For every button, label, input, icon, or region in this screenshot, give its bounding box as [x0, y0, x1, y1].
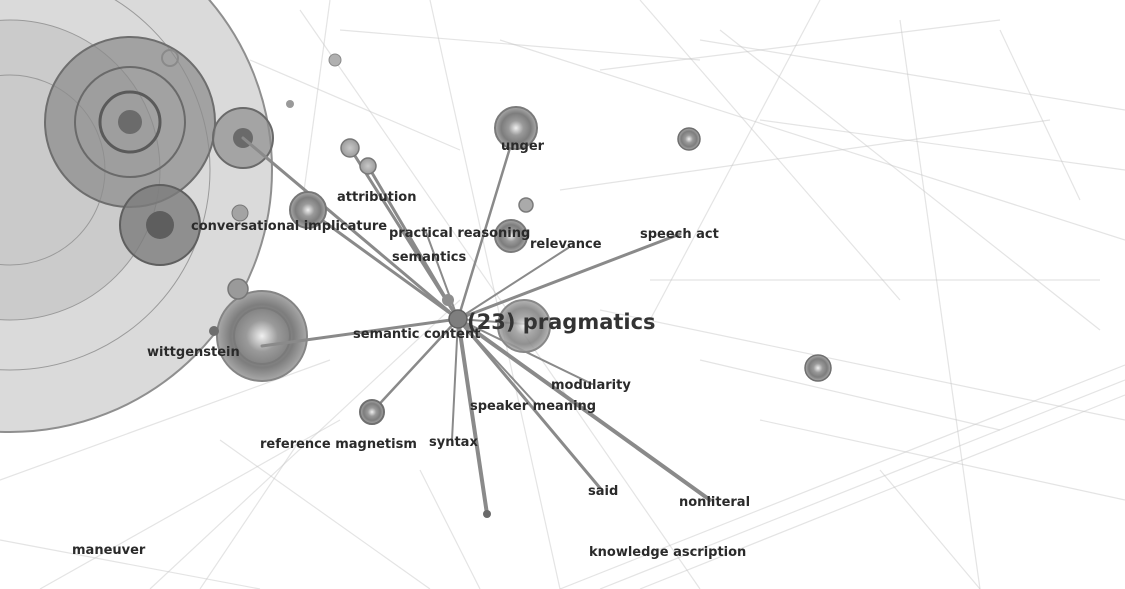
attribution-node-a[interactable]: [340, 138, 360, 158]
focus-edges: [241, 126, 712, 516]
small-node: [442, 294, 454, 306]
label-attribution[interactable]: attribution: [337, 190, 417, 205]
label-maneuver[interactable]: maneuver: [72, 543, 146, 558]
small-node: [286, 100, 294, 108]
node-labels: unger attribution conversational implica…: [72, 139, 750, 560]
label-speech-act[interactable]: speech act: [640, 227, 719, 242]
wittgenstein-node-ring: [233, 307, 291, 365]
label-practical-reasoning[interactable]: practical reasoning: [389, 226, 530, 241]
pragmatics-satellite-node: [497, 299, 551, 353]
label-relevance[interactable]: relevance: [530, 237, 602, 252]
label-wittgenstein[interactable]: wittgenstein: [147, 345, 240, 360]
small-node: [231, 204, 249, 222]
small-node: [227, 278, 249, 300]
label-knowledge-ascription[interactable]: knowledge ascription: [589, 545, 746, 560]
label-modularity[interactable]: modularity: [551, 378, 631, 393]
label-reference-magnetism[interactable]: reference magnetism: [260, 437, 417, 452]
label-semantics[interactable]: semantics: [392, 250, 467, 265]
label-said[interactable]: said: [588, 484, 618, 499]
small-node: [161, 49, 179, 67]
reference-magnetism-node[interactable]: [359, 399, 385, 425]
cluster-node-top-ring: [74, 66, 186, 178]
unger-node[interactable]: [494, 106, 538, 150]
small-node: [328, 53, 342, 67]
wittgenstein-node[interactable]: [216, 290, 308, 382]
left-cluster: [0, 0, 308, 433]
cluster-node-top-core: [118, 110, 142, 134]
label-nonliteral[interactable]: nonliteral: [679, 495, 750, 510]
relevance-node[interactable]: [494, 219, 528, 253]
label-pragmatics[interactable]: (23) pragmatics: [467, 310, 656, 334]
pragmatics-node[interactable]: [448, 309, 468, 329]
big-node-ring: [0, 0, 211, 371]
label-speaker-meaning[interactable]: speaker meaning: [470, 399, 596, 414]
right-node[interactable]: [804, 354, 832, 382]
syntax-end-node: [483, 510, 491, 518]
neighbor-nodes: [161, 49, 832, 518]
small-node: [518, 197, 534, 213]
cluster-node-top-ring: [98, 90, 162, 154]
small-node: [209, 326, 219, 336]
label-semantic-content[interactable]: semantic content: [353, 327, 480, 342]
label-syntax[interactable]: syntax: [429, 435, 478, 450]
conversational-implicature-node[interactable]: [289, 191, 327, 229]
attribution-node-b[interactable]: [359, 157, 377, 175]
label-unger[interactable]: unger: [501, 139, 545, 154]
label-conversational-implicature[interactable]: conversational implicature: [191, 219, 387, 234]
cluster-node-mid-core: [146, 211, 174, 239]
top-right-node[interactable]: [677, 127, 701, 151]
